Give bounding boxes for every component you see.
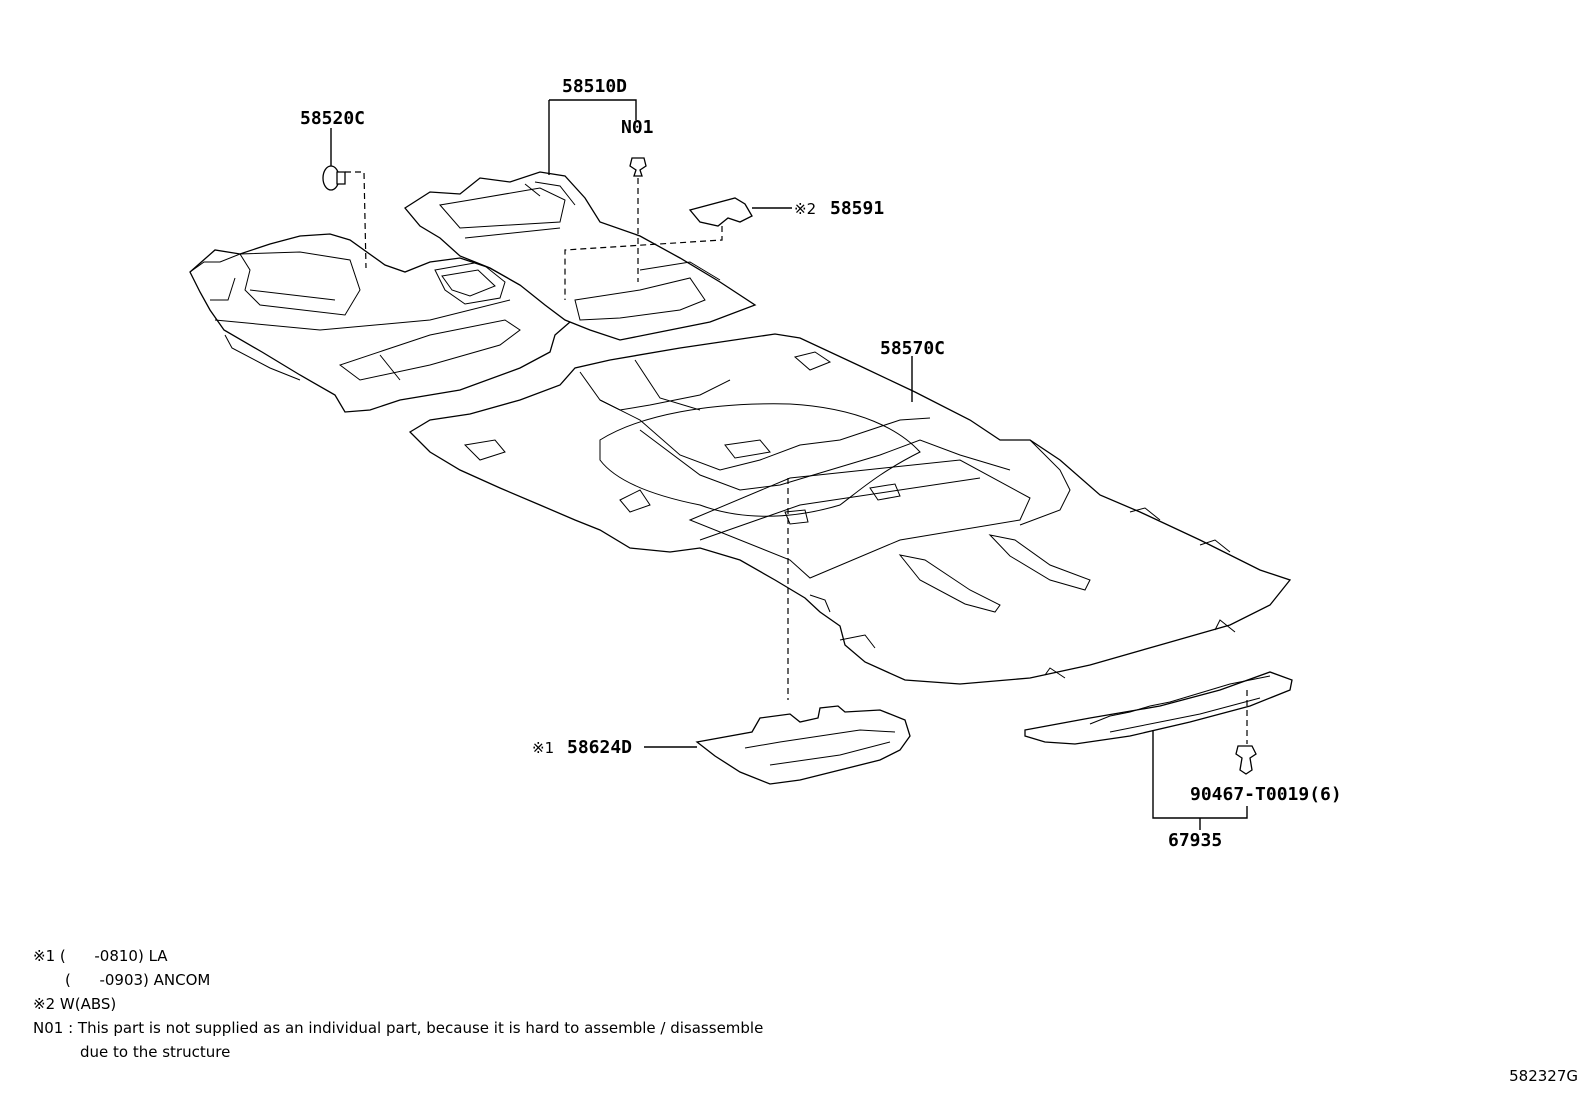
footnote-mark: ※1 <box>33 947 56 965</box>
footnotes: ※1 ( -0810) LA ( -0903) ANCOM ※2 W(ABS) … <box>33 944 763 1064</box>
leader-lines <box>330 99 1248 830</box>
callout-58520C[interactable]: 58520C <box>300 108 365 129</box>
footnote-row: ※2 W(ABS) <box>33 992 763 1016</box>
rear-floor-carpet[interactable] <box>408 333 1292 685</box>
footnote-row: N01 : This part is not supplied as an in… <box>33 1016 763 1040</box>
note-mark-1: ※1 <box>532 739 554 757</box>
front-floor-carpet[interactable] <box>189 233 571 413</box>
floor-pad-58624D[interactable] <box>695 705 911 785</box>
callout-58624D[interactable]: 58624D <box>567 737 632 758</box>
callout-67935[interactable]: 67935 <box>1168 830 1222 851</box>
footnote-row: ※1 ( -0810) LA <box>33 944 763 968</box>
footnote-mark: N01 : <box>33 1019 74 1037</box>
footnote-text: W(ABS) <box>59 995 117 1013</box>
footnote-text: ( -0810) LA <box>59 947 168 965</box>
footnote-mark: ※2 <box>33 995 56 1013</box>
footnote-text: due to the structure <box>80 1043 231 1061</box>
clip-N01-icon <box>629 157 647 177</box>
clip-90467-icon <box>1235 745 1257 775</box>
callout-N01[interactable]: N01 <box>621 117 654 138</box>
callout-58510D[interactable]: 58510D <box>562 76 627 97</box>
footnote-row: ( -0903) ANCOM <box>33 968 763 992</box>
footnote-row: due to the structure <box>33 1040 763 1064</box>
diagram-reference-number: 582327G <box>1509 1067 1578 1085</box>
clip-58520C-icon <box>322 165 346 191</box>
scuff-plate-67935[interactable] <box>1024 671 1293 745</box>
callout-90467-T0019[interactable]: 90467-T0019(6) <box>1190 784 1342 805</box>
floor-pad-58591[interactable] <box>688 197 753 227</box>
footnote-text: ( -0903) ANCOM <box>65 971 211 989</box>
front-right-carpet[interactable] <box>404 171 757 341</box>
callout-58570C[interactable]: 58570C <box>880 338 945 359</box>
callout-58591[interactable]: 58591 <box>830 198 884 219</box>
note-mark-2: ※2 <box>794 200 816 218</box>
footnote-text: This part is not supplied as an individu… <box>77 1019 764 1037</box>
